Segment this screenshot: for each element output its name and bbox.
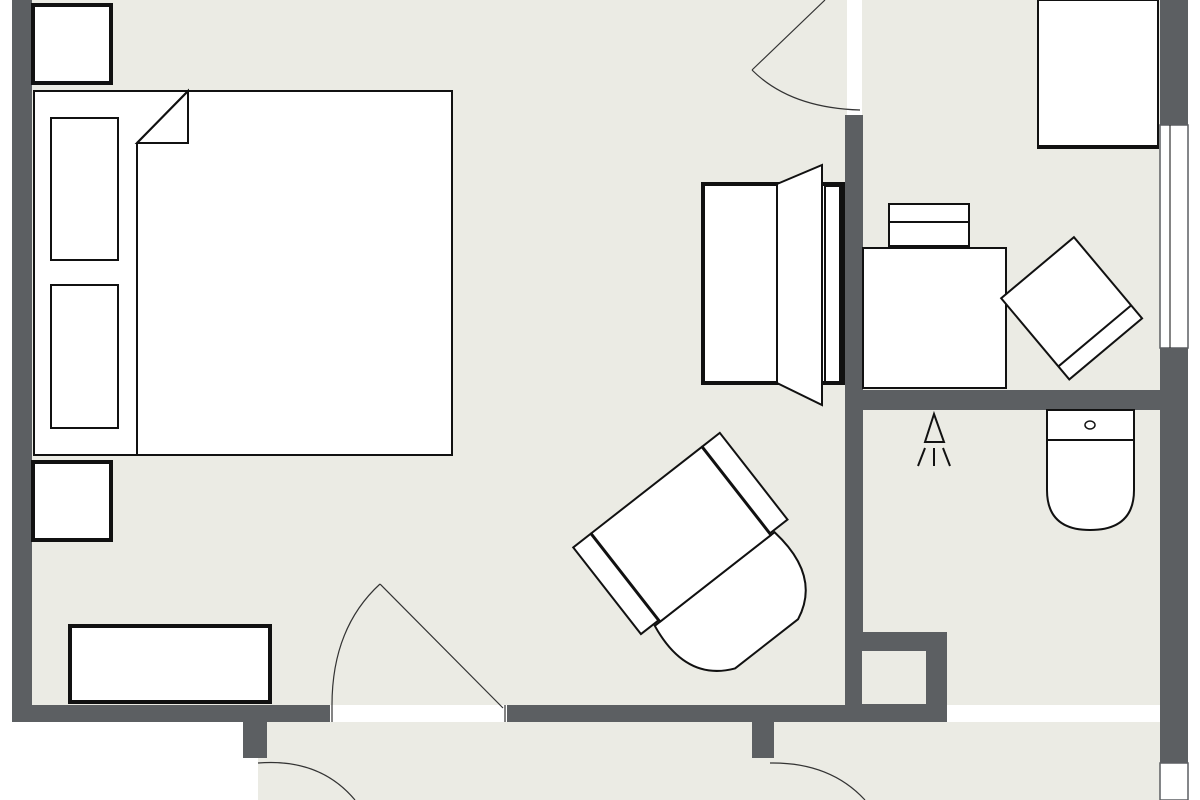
wardrobe-unit bbox=[701, 163, 845, 407]
wall-partition bbox=[845, 115, 863, 722]
armchair bbox=[571, 431, 807, 672]
wall-right-middle bbox=[1160, 348, 1188, 763]
cabinet bbox=[1037, 0, 1159, 149]
dresser bbox=[68, 624, 272, 704]
window-hall bbox=[1159, 762, 1189, 800]
wall-hall-stub-right bbox=[752, 722, 774, 758]
wall-study-toilet bbox=[845, 390, 1163, 410]
nightstand-top bbox=[31, 3, 113, 85]
window-study bbox=[1159, 124, 1189, 349]
nightstand-bottom bbox=[31, 460, 113, 542]
desk-chair bbox=[888, 203, 970, 247]
pillow-bottom bbox=[50, 284, 119, 429]
door-hall-right[interactable] bbox=[769, 762, 866, 800]
double-bed bbox=[33, 88, 453, 456]
wall-right-upper bbox=[1160, 0, 1188, 125]
wall-bottom-right bbox=[507, 705, 947, 722]
door-bedroom-entry[interactable] bbox=[331, 583, 506, 722]
door-top[interactable] bbox=[751, 0, 861, 111]
door-hall-left[interactable] bbox=[257, 761, 356, 800]
duct-void bbox=[862, 651, 926, 704]
hallway-floor bbox=[258, 722, 1168, 800]
ceiling-light-icon bbox=[917, 410, 951, 467]
walls bbox=[12, 0, 1188, 763]
wall-bedroom-left bbox=[12, 0, 32, 722]
wall-bottom-left bbox=[12, 705, 330, 722]
lounge-chair bbox=[999, 235, 1144, 381]
toilet-icon bbox=[1046, 409, 1135, 532]
desk bbox=[862, 247, 1007, 389]
wall-hall-stub-left bbox=[243, 722, 267, 758]
pillow-top bbox=[50, 117, 119, 261]
